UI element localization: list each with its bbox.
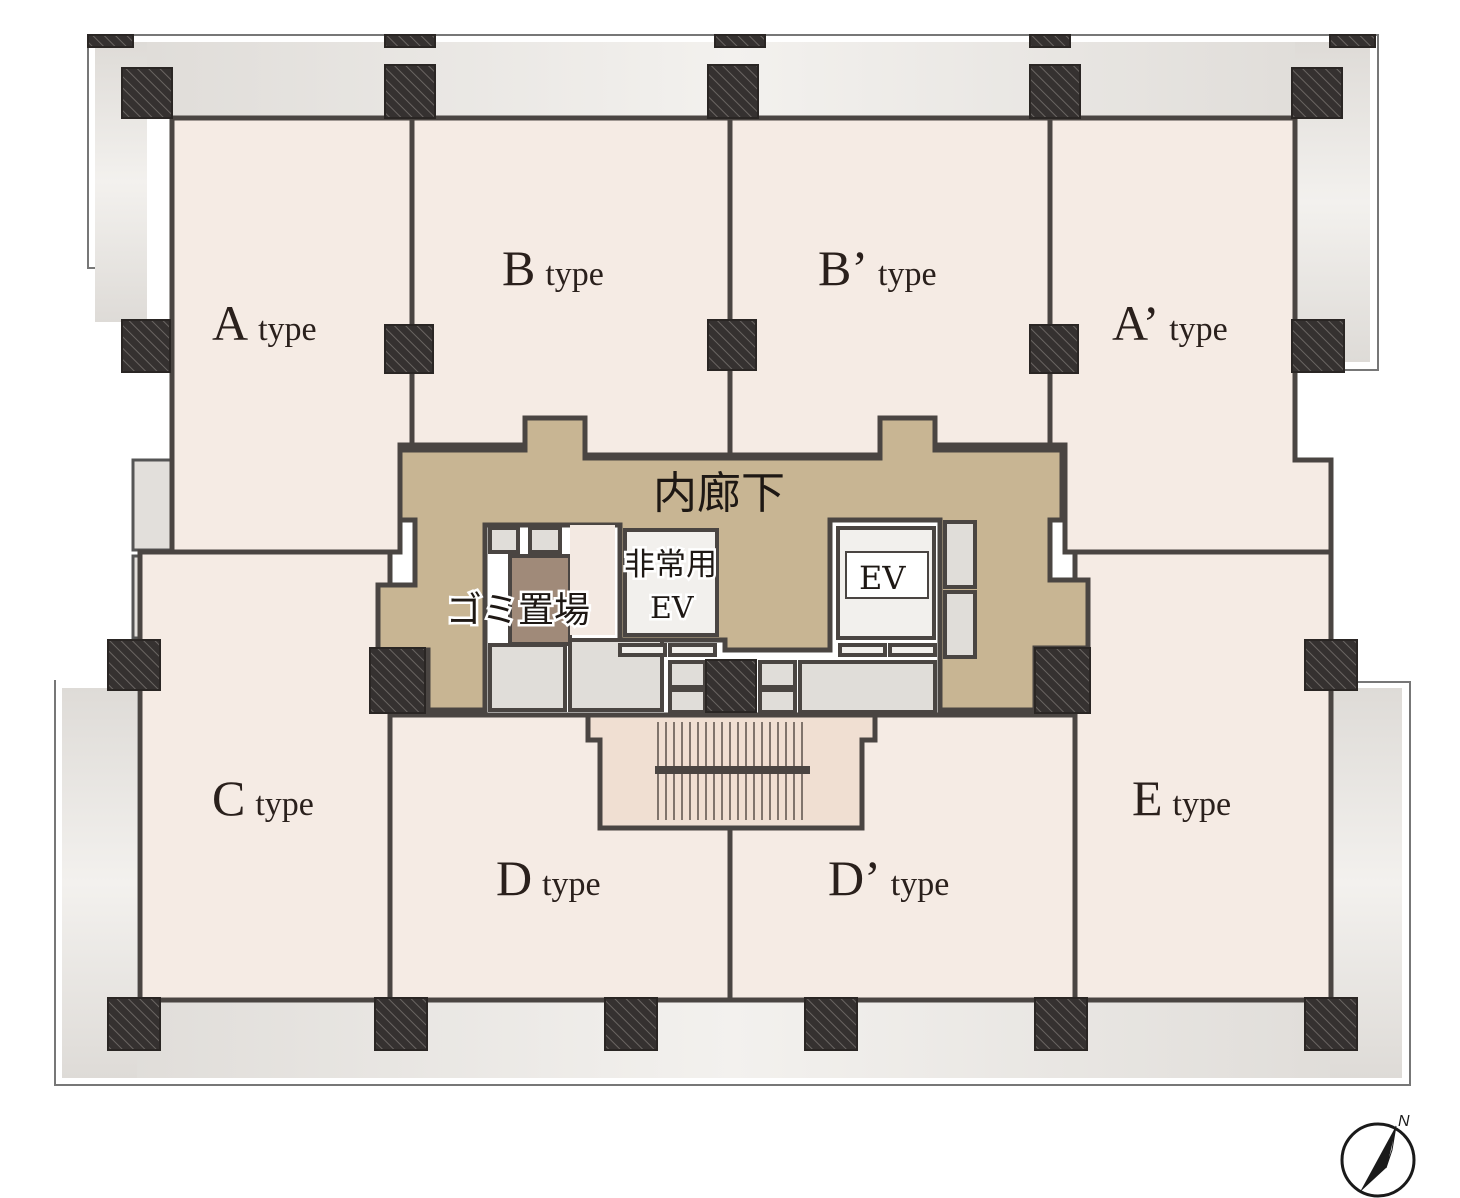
emergency-ev-label-line1: 非常用 bbox=[624, 547, 717, 583]
garbage-room-label: ゴミ置場 bbox=[446, 590, 590, 631]
common-labels: 内廊下 ゴミ置場 非常用 EV EV bbox=[444, 468, 929, 634]
compass-icon: N bbox=[1340, 1113, 1416, 1198]
unit-label-a-prime: A’type bbox=[1112, 295, 1228, 351]
unit-e-floor bbox=[1072, 549, 1334, 1003]
unit-label-b-prime: B’type bbox=[818, 240, 937, 296]
unit-floors bbox=[137, 115, 1334, 1003]
ev-label-box bbox=[845, 551, 929, 599]
staircase bbox=[585, 712, 878, 831]
core-rooms bbox=[488, 520, 977, 714]
emergency-ev-shaft bbox=[623, 528, 719, 637]
unit-label-d-prime: D’type bbox=[828, 850, 949, 906]
balconies bbox=[62, 42, 1402, 1078]
corridor-label: 内廊下 bbox=[653, 468, 785, 519]
corridor-niche bbox=[570, 525, 615, 635]
emergency-ev-label-line2: EV bbox=[650, 591, 695, 626]
compass-north-label: N bbox=[1398, 1113, 1410, 1130]
balcony-south bbox=[62, 1000, 1402, 1078]
ev-label: EV bbox=[859, 559, 906, 597]
columns bbox=[87, 34, 1376, 1051]
unit-c-floor bbox=[137, 549, 393, 1003]
partition-walls bbox=[140, 118, 1331, 1000]
